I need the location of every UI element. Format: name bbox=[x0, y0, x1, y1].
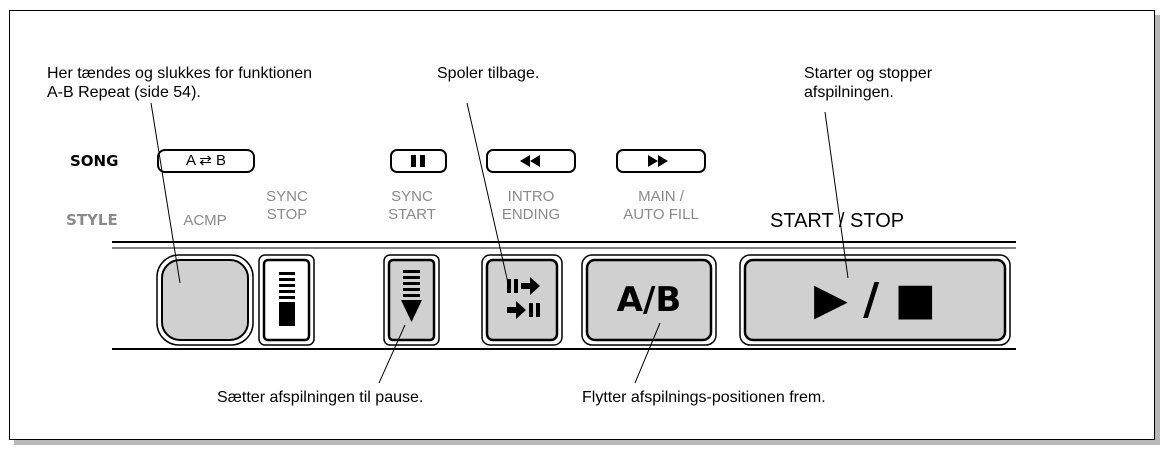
sync-stop-icon bbox=[279, 272, 295, 326]
rewind-icon bbox=[520, 155, 530, 167]
callout-forward: Flytter afspilnings-positionen frem. bbox=[582, 389, 826, 406]
pause-icon bbox=[411, 155, 416, 167]
leader-line-startstop bbox=[824, 111, 849, 279]
label-acmp: ACMP bbox=[183, 212, 227, 229]
leader-line-rewind bbox=[466, 102, 509, 284]
start-stop-button-face: ▶ / ■ bbox=[813, 274, 937, 325]
song-mode-label: SONG bbox=[70, 152, 119, 170]
sync-start-icon bbox=[401, 270, 422, 322]
label-sync-start-2: START bbox=[388, 206, 436, 223]
forward-indicator bbox=[616, 149, 706, 173]
leader-line-pause bbox=[378, 324, 406, 384]
rewind-indicator bbox=[486, 149, 576, 173]
label-main-1: MAIN / bbox=[638, 188, 684, 205]
start-stop-button bbox=[739, 254, 1011, 346]
label-start-stop: START / STOP bbox=[770, 210, 905, 232]
diagram-frame bbox=[9, 10, 1155, 440]
label-sync-stop-1: SYNC bbox=[266, 188, 308, 205]
callout-startstop-line1: Starter og stopper bbox=[804, 65, 933, 82]
callout-acmp-line2: A-B Repeat (side 54). bbox=[47, 84, 201, 101]
intro-ending-button bbox=[481, 254, 563, 346]
sync-start-button bbox=[383, 254, 440, 346]
callout-acmp-line1: Her tændes og slukkes for funktionen bbox=[47, 65, 313, 82]
intro-ending-icon bbox=[507, 277, 540, 319]
leader-line-forward bbox=[634, 322, 661, 384]
frame-shadow bbox=[1155, 15, 1160, 445]
ab-button-face: A/B bbox=[616, 280, 682, 320]
forward-icon bbox=[648, 155, 658, 167]
label-main-2: AUTO FILL bbox=[623, 206, 699, 223]
pause-indicator bbox=[390, 149, 447, 173]
song-ab-box bbox=[157, 149, 255, 173]
acmp-button bbox=[156, 254, 254, 346]
label-sync-stop-2: STOP bbox=[266, 206, 308, 223]
main-autofill-button bbox=[581, 254, 717, 346]
callout-startstop-line2: afspilningen. bbox=[804, 84, 894, 101]
callout-rewind: Spoler tilbage. bbox=[437, 65, 540, 82]
label-intro-2: ENDING bbox=[501, 206, 561, 223]
label-intro-1: INTRO bbox=[507, 188, 555, 205]
style-mode-label: STYLE bbox=[66, 211, 118, 229]
frame-shadow bbox=[14, 440, 1160, 445]
song-ab-label: A ⇄ B bbox=[185, 152, 227, 169]
label-sync-start-1: SYNC bbox=[391, 188, 433, 205]
callout-pause: Sætter afspilningen til pause. bbox=[217, 389, 424, 406]
sync-stop-button bbox=[258, 254, 315, 346]
leader-line-acmp bbox=[150, 102, 181, 284]
